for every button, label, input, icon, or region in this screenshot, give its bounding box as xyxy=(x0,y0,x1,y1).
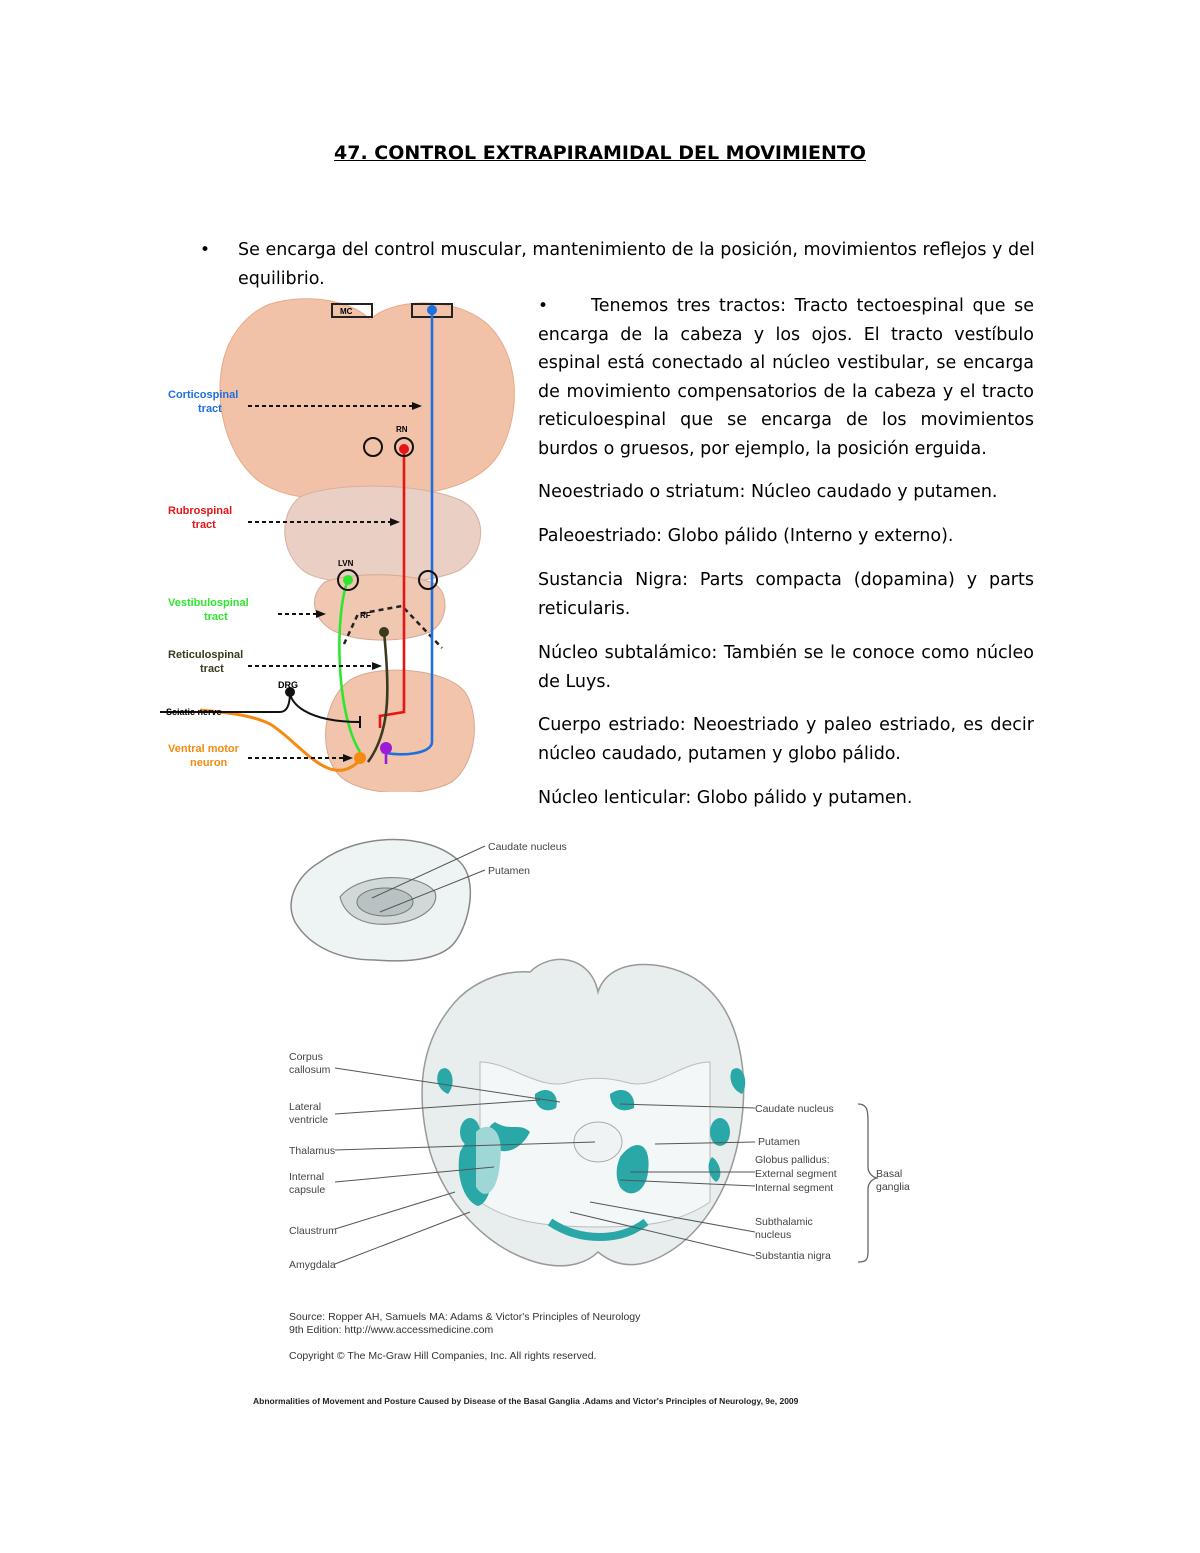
figure-copyright: Copyright © The Mc-Graw Hill Companies, … xyxy=(289,1350,597,1362)
globus-pallidus-label: Globus pallidus: xyxy=(755,1154,830,1166)
internal-capsule-label: Internal xyxy=(289,1171,324,1183)
mc-label: MC xyxy=(340,307,353,316)
drg-label: DRG xyxy=(278,680,298,690)
figure-source: Source: Ropper AH, Samuels MA: Adams & V… xyxy=(289,1311,640,1337)
caudate-right-label: Caudate nucleus xyxy=(755,1103,834,1115)
bullet-item-1: • Se encarga del control muscular, mante… xyxy=(200,236,1035,294)
ventral-motor-label: Ventral motor xyxy=(168,743,240,755)
paragraph-lenticular: Núcleo lenticular: Globo pálido y putame… xyxy=(538,788,913,808)
vestibulospinal-label: Vestibulospinal xyxy=(168,597,249,609)
caudate-top-label: Caudate nucleus xyxy=(488,841,567,853)
claustrum-label: Claustrum xyxy=(289,1225,337,1237)
source-line-2: 9th Edition: http://www.accessmedicine.c… xyxy=(289,1324,494,1336)
putamen-right-label: Putamen xyxy=(758,1136,800,1148)
bullet-text: Se encarga del control muscular, manteni… xyxy=(238,240,1035,289)
basal-ganglia-label-2: ganglia xyxy=(876,1181,910,1193)
page-title: 47. CONTROL EXTRAPIRAMIDAL DEL MOVIMIENT… xyxy=(334,142,866,164)
reticulospinal-line xyxy=(366,631,389,763)
source-line-1: Source: Ropper AH, Samuels MA: Adams & V… xyxy=(289,1311,641,1323)
bullet-dot: • xyxy=(200,240,211,260)
figure-caption: Abnormalities of Movement and Posture Ca… xyxy=(253,1396,799,1406)
motor-tracts-figure: MC RN LVN RF DRG Corticospinal tract Rub… xyxy=(160,298,515,792)
corticospinal-label-2: tract xyxy=(198,403,222,415)
brain-section xyxy=(219,298,515,499)
rubrospinal-label-2: tract xyxy=(192,519,216,531)
spinal-cord-section xyxy=(325,669,475,792)
brainstem-section xyxy=(314,574,446,641)
internal-segment-label: Internal segment xyxy=(755,1182,833,1194)
sciatic-label: Sciatic nerve xyxy=(166,707,222,717)
substantia-nigra-label: Substantia nigra xyxy=(755,1250,831,1262)
putamen-top-label: Putamen xyxy=(488,865,530,877)
basal-ganglia-figure: Caudate nucleus Putamen Corpus callosum … xyxy=(289,838,910,1271)
rf-label: RF xyxy=(360,611,371,620)
reticulospinal-label-2: tract xyxy=(200,663,224,675)
ventral-motor-label-2: neuron xyxy=(190,757,228,769)
corpus-callosum-label: Corpus xyxy=(289,1051,323,1063)
paragraph-paleoestriado: Paleoestriado: Globo pálido (Interno y e… xyxy=(538,526,954,546)
rubrospinal-line xyxy=(378,449,406,728)
vestibulospinal-label-2: tract xyxy=(204,611,228,623)
external-segment-label: External segment xyxy=(755,1168,837,1180)
paragraph-neoestriado: Neoestriado o striatum: Núcleo caudado y… xyxy=(538,482,998,502)
internal-capsule-label-2: capsule xyxy=(289,1184,325,1196)
amygdala-label: Amygdala xyxy=(289,1259,336,1271)
lateral-ventricle-label-2: ventricle xyxy=(289,1114,328,1126)
bullet-dot: • xyxy=(538,296,549,316)
paragraph-subtalamico: Núcleo subtalámico: También se le conoce… xyxy=(538,643,1034,692)
bullet-text: Tenemos tres tractos: Tracto tectoespina… xyxy=(538,296,1034,459)
corticospinal-label: Corticospinal xyxy=(168,389,238,401)
basal-ganglia-bracket xyxy=(857,1103,879,1263)
basal-ganglia-label: Basal xyxy=(876,1168,902,1180)
lateral-ventricle-label: Lateral xyxy=(289,1101,321,1113)
thalamus-label: Thalamus xyxy=(289,1145,335,1157)
mc-box xyxy=(331,303,373,318)
lvn-label: LVN xyxy=(338,559,354,568)
reticulospinal-label: Reticulospinal xyxy=(168,649,243,661)
paragraph-cuerpo-estriado: Cuerpo estriado: Neoestriado y paleo est… xyxy=(538,715,1034,764)
rn-label: RN xyxy=(396,425,408,434)
paragraph-sustancia-nigra: Sustancia Nigra: Parts compacta (dopamin… xyxy=(538,570,1034,619)
subthalamic-label: Subthalamic xyxy=(755,1216,813,1228)
rubrospinal-label: Rubrospinal xyxy=(168,505,232,517)
subthalamic-label-2: nucleus xyxy=(755,1229,791,1241)
corpus-callosum-label-2: callosum xyxy=(289,1064,331,1076)
midbrain-section xyxy=(284,485,482,585)
bullet-item-2: • Tenemos tres tractos: Tracto tectoespi… xyxy=(538,292,1034,463)
vestibulospinal-line xyxy=(338,579,362,753)
